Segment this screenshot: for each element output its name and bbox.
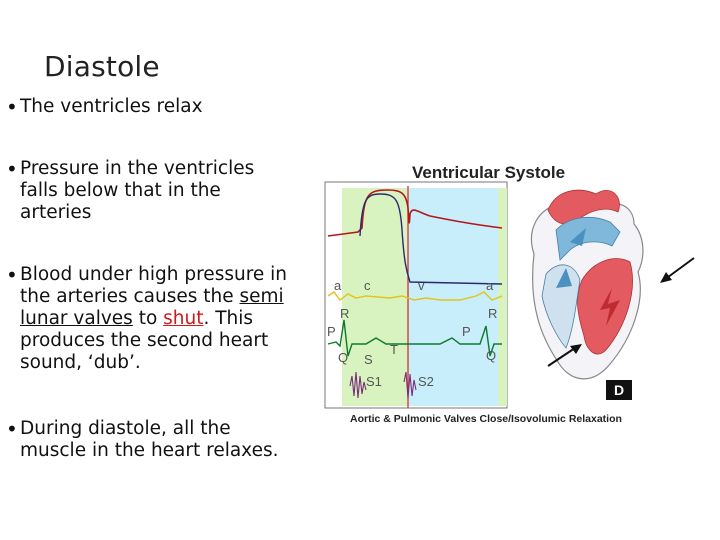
label-s: S	[364, 352, 373, 367]
bullet-3-text: . This	[203, 308, 254, 329]
label-a-right: a	[486, 278, 494, 293]
panel-letter-box	[606, 380, 632, 400]
aortic-pressure-curve	[327, 189, 503, 237]
label-p-right: P	[462, 324, 471, 339]
bullet-3-line-4: produces the second heart	[20, 330, 269, 351]
label-c: c	[364, 278, 371, 293]
bullet-dot: •	[6, 95, 18, 119]
label-v: v	[418, 278, 425, 293]
ecg-trace	[327, 319, 502, 357]
figure-caption: Aortic & Pulmonic Valves Close/Isovolumi…	[350, 413, 622, 425]
label-s2: S2	[418, 374, 434, 389]
bullet-3-text: to	[132, 308, 164, 329]
bullet-4: • During diastole, all the muscle in the…	[6, 418, 320, 462]
figure-header: Ventricular Systole	[412, 163, 565, 182]
bullet-3-line-1: Blood under high pressure in	[20, 264, 288, 285]
pulmonary-artery	[555, 216, 621, 261]
label-r-left: R	[340, 306, 349, 321]
heart-sound-s1	[349, 371, 367, 399]
cardiac-cycle-diagram: a c v a R P Q S T P R Q S1 S2 Ventricula…	[324, 163, 695, 425]
bullet-4-line-1: During diastole, all the	[20, 418, 231, 439]
bullet-2-line-3: arteries	[20, 202, 92, 223]
bullet-list: • The ventricles relax • Pressure in the…	[0, 0, 330, 540]
label-q-right: Q	[486, 348, 496, 363]
label-a-left: a	[334, 278, 342, 293]
cardiac-cycle-figure: a c v a R P Q S T P R Q S1 S2 Ventricula…	[320, 150, 720, 440]
bullet-1-text: The ventricles relax	[20, 96, 203, 117]
bullet-3-line-2: the arteries causes the semi	[20, 286, 320, 308]
slide-title: Diastole	[44, 50, 160, 83]
bullet-3-line-3: lunar valves to shut. This	[20, 308, 320, 330]
bullet-2-line-2: falls below that in the	[20, 180, 221, 201]
bullet-dot: •	[6, 157, 18, 181]
heart-illustration	[530, 189, 695, 380]
flow-arrow-blue-2	[556, 268, 572, 288]
heart-sound-s2	[403, 371, 417, 399]
pointer-arrowhead-right	[660, 272, 672, 283]
bullet-1: • The ventricles relax	[6, 96, 320, 118]
semi-term: semi	[239, 286, 284, 307]
bullet-4-line-2: muscle in the heart relaxes.	[20, 440, 279, 461]
shut-term: shut	[163, 308, 204, 329]
bullet-3: • Blood under high pressure in the arter…	[6, 264, 320, 374]
lunar-valves-term: lunar valves	[20, 308, 133, 329]
label-r-right: R	[488, 306, 497, 321]
label-p-left: P	[327, 324, 336, 339]
bullet-dot: •	[6, 263, 18, 287]
flow-arrow-blue	[570, 228, 586, 246]
flow-arrow-red	[600, 288, 620, 326]
panel-letter: D	[614, 382, 624, 398]
ventricular-pressure-curve	[359, 193, 503, 285]
bullet-3-line-5: sound, ‘dub’.	[20, 352, 141, 373]
bullet-dot: •	[6, 417, 18, 441]
pointer-arrowhead-left	[570, 344, 582, 354]
label-q-left: Q	[338, 350, 348, 365]
atrial-pressure-curve	[327, 291, 503, 301]
bullet-2-line-1: Pressure in the ventricles	[20, 158, 255, 179]
green-phase-band-right	[498, 188, 507, 406]
label-t: T	[390, 342, 398, 357]
label-s1: S1	[366, 374, 382, 389]
bullet-2: • Pressure in the ventricles falls below…	[6, 158, 320, 224]
bullet-3-text: the arteries causes the	[20, 286, 240, 307]
